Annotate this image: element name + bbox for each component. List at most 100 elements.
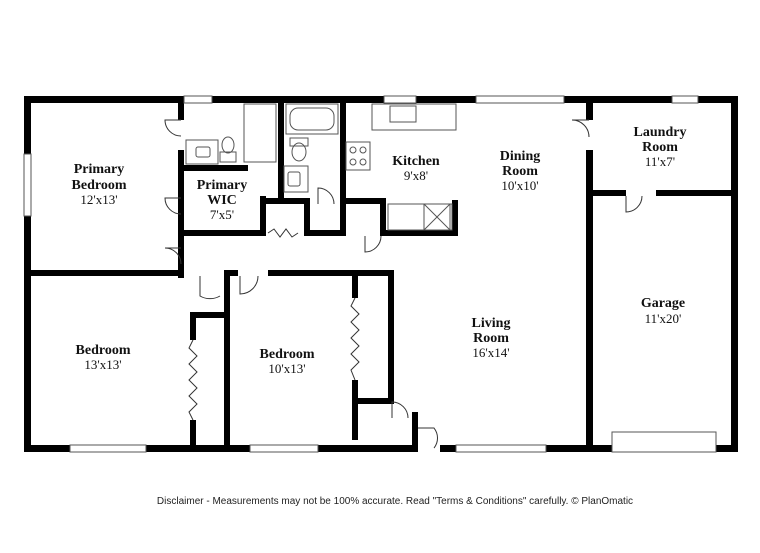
walls xyxy=(24,96,738,452)
wall-bedroom-row-divider xyxy=(24,270,184,276)
door-bedroom2 xyxy=(239,275,259,295)
wall-kitchen-bottom-right xyxy=(452,200,458,236)
wall-primary-bed-right-a xyxy=(178,96,184,120)
primary-bedroom-dims: 12'x13' xyxy=(80,192,117,207)
bathtub-inner xyxy=(289,107,335,131)
wall-entry-closet-top xyxy=(352,398,394,404)
bifold-closet-b2 xyxy=(350,297,360,381)
burner-4 xyxy=(359,158,367,166)
windows xyxy=(23,95,717,453)
wall-bedroom1-right xyxy=(224,270,230,452)
living-room-label-2: Room xyxy=(473,331,509,346)
vanity-bath2 xyxy=(283,165,309,193)
doors xyxy=(164,119,643,449)
outer-wall-top-mid xyxy=(212,96,384,103)
door-wic xyxy=(164,197,182,215)
burner-2 xyxy=(359,146,367,154)
dining-room-label-1: Dining xyxy=(500,149,540,164)
primary-wic-label-1: Primary xyxy=(197,178,248,193)
wall-hall-top xyxy=(228,270,238,276)
wall-hall-closet-right xyxy=(304,198,310,236)
outer-wall-top-right2 xyxy=(564,96,672,103)
door-primary-hall xyxy=(164,247,182,265)
wall-bath-right xyxy=(278,96,284,204)
laundry-room-label-1: Laundry xyxy=(634,125,687,140)
bifold-wic xyxy=(267,228,299,238)
burner-1 xyxy=(349,146,357,154)
window-primary-bath-top xyxy=(183,95,213,104)
garage-dims: 11'x20' xyxy=(645,311,682,326)
outer-wall-bottom-4 xyxy=(440,445,456,452)
door-bedroom1 xyxy=(199,276,221,300)
garage-label: Garage xyxy=(641,296,685,311)
bedroom-2-label: Bedroom xyxy=(260,347,315,362)
sink-primary-bath xyxy=(195,146,211,158)
wall-garage-left-top xyxy=(586,96,593,120)
window-laundry-top xyxy=(671,95,699,104)
primary-bedroom-label-2: Bedroom xyxy=(72,178,127,193)
fixtures xyxy=(185,103,457,231)
toilet-bowl-bath2 xyxy=(291,142,307,162)
outer-wall-bottom-1 xyxy=(24,445,70,452)
door-laundry xyxy=(571,119,590,138)
dishwasher xyxy=(423,203,451,231)
window-primary-bedroom-left xyxy=(23,153,32,217)
window-bedroom1-bottom xyxy=(69,444,147,453)
dining-room-dims: 10'x10' xyxy=(501,178,538,193)
outer-wall-right xyxy=(731,96,738,452)
outer-wall-bottom-5 xyxy=(546,445,612,452)
dishwasher-x2 xyxy=(423,203,451,231)
toilet-tank-primary xyxy=(219,151,237,163)
disclaimer-text: Disclaimer - Measurements may not be 100… xyxy=(156,496,634,507)
outer-wall-top-left xyxy=(24,96,184,103)
shower-primary xyxy=(243,103,277,163)
bedroom-1-label: Bedroom xyxy=(76,343,131,358)
primary-bedroom-label-1: Primary xyxy=(74,162,125,177)
outer-wall-bottom-3 xyxy=(318,445,416,452)
door-kitchen-pantry xyxy=(364,235,382,253)
door-entry-closet xyxy=(391,401,409,419)
kitchen-counter-bottom xyxy=(387,203,453,231)
toilet-bowl-primary xyxy=(221,136,235,154)
primary-wic-dims: 7'x5' xyxy=(210,207,234,222)
bedroom-2-dims: 10'x13' xyxy=(268,361,305,376)
door-bath2 xyxy=(317,187,335,205)
sink-bath2 xyxy=(287,171,301,187)
wall-garage-left xyxy=(586,150,593,452)
wall-closet-b2-left-low xyxy=(352,380,358,440)
bedroom-1-dims: 13'x13' xyxy=(84,357,121,372)
wall-bath2-right xyxy=(340,96,346,236)
wall-bedroom2-right xyxy=(388,270,394,400)
wall-wic-right xyxy=(260,196,266,236)
kitchen-label: Kitchen xyxy=(392,154,440,169)
window-dining-top xyxy=(475,95,565,104)
living-room-dims: 16'x14' xyxy=(472,345,509,360)
bifold-closet-b1 xyxy=(188,339,198,421)
wall-laundry-bottom-a xyxy=(586,190,626,196)
wall-wic-bottom xyxy=(178,230,266,236)
wall-closet-b1-left-low xyxy=(190,420,196,450)
wall-bedroom2-top xyxy=(268,270,388,276)
wall-laundry-bottom-b xyxy=(656,190,738,196)
window-living-bottom xyxy=(455,444,547,453)
toilet-tank-bath2 xyxy=(289,137,309,147)
door-primary-bedroom xyxy=(164,119,182,137)
wall-closet-b1-left xyxy=(190,312,196,340)
burner-3 xyxy=(349,158,357,166)
wall-hall-closet-top xyxy=(260,198,310,204)
wall-bath-bottom xyxy=(178,165,248,171)
window-bedroom2-bottom xyxy=(249,444,319,453)
laundry-room-dims: 11'x7' xyxy=(645,154,675,169)
vanity-primary-bath xyxy=(185,139,219,165)
outer-wall-bottom-2 xyxy=(146,445,250,452)
kitchen-dims: 9'x8' xyxy=(404,168,428,183)
kitchen-sink xyxy=(389,105,417,123)
outer-wall-bottom-6 xyxy=(716,445,738,452)
stove xyxy=(345,141,371,171)
living-room-label-1: Living xyxy=(472,316,511,331)
wall-closet-b2-left xyxy=(352,276,358,298)
outer-wall-left-bottom xyxy=(24,216,31,452)
dining-room-label-2: Room xyxy=(502,164,538,179)
outer-wall-top-right3 xyxy=(698,96,738,103)
